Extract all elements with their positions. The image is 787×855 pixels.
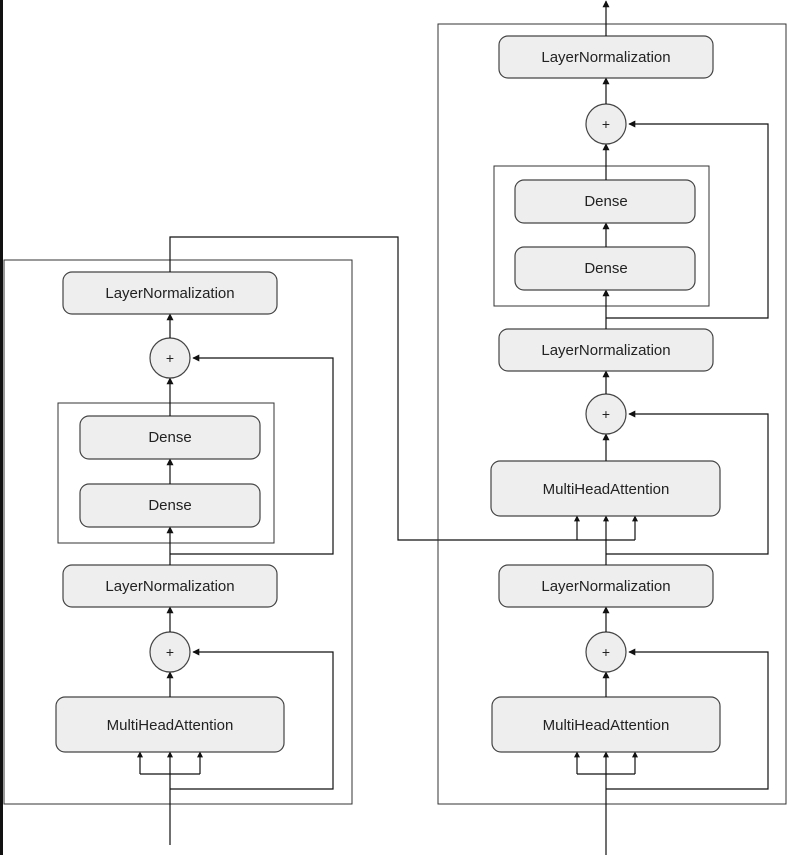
- decoder-self-attention-label: MultiHeadAttention: [543, 717, 670, 734]
- decoder-cross-attention-label: MultiHeadAttention: [543, 481, 670, 498]
- decoder-dense-top-block: [514, 179, 696, 224]
- encoder-frame: [3, 259, 353, 805]
- decoder-dense-bottom-label: Dense: [584, 260, 627, 277]
- encoder-to-decoder-connection: [169, 236, 577, 541]
- decoder-residual-3: [606, 120, 769, 319]
- encoder-residual-1: [170, 648, 334, 790]
- encoder-dense-bottom-label: Dense: [148, 497, 191, 514]
- encoder-attention-label: MultiHeadAttention: [107, 717, 234, 734]
- encoder-dense-top-label: Dense: [148, 429, 191, 446]
- decoder-add-2-label: +: [602, 406, 610, 422]
- decoder-dense-bottom-block: [514, 246, 696, 291]
- encoder-norm-2-label: LayerNormalization: [105, 285, 234, 302]
- encoder-residual-2: [170, 354, 334, 555]
- encoder-block: MultiHeadAttention + LayerNormalization …: [3, 259, 353, 845]
- decoder-norm-2-label: LayerNormalization: [541, 342, 670, 359]
- decoder-frame: [437, 23, 787, 805]
- encoder-add-2-label: +: [166, 350, 174, 366]
- decoder-residual-2: [606, 410, 769, 555]
- decoder-dense-top-label: Dense: [584, 193, 627, 210]
- decoder-norm-3-label: LayerNormalization: [541, 49, 670, 66]
- decoder-norm-1-label: LayerNormalization: [541, 578, 670, 595]
- encoder-add-1-label: +: [166, 644, 174, 660]
- encoder-norm-1-label: LayerNormalization: [105, 578, 234, 595]
- decoder-add-3-label: +: [602, 116, 610, 132]
- decoder-feedforward-frame: [493, 165, 710, 307]
- encoder-feedforward-frame: [57, 402, 275, 544]
- decoder-add-1-label: +: [602, 644, 610, 660]
- decoder-residual-1: [606, 648, 769, 790]
- decoder-block: MultiHeadAttention + LayerNormalization …: [437, 0, 787, 855]
